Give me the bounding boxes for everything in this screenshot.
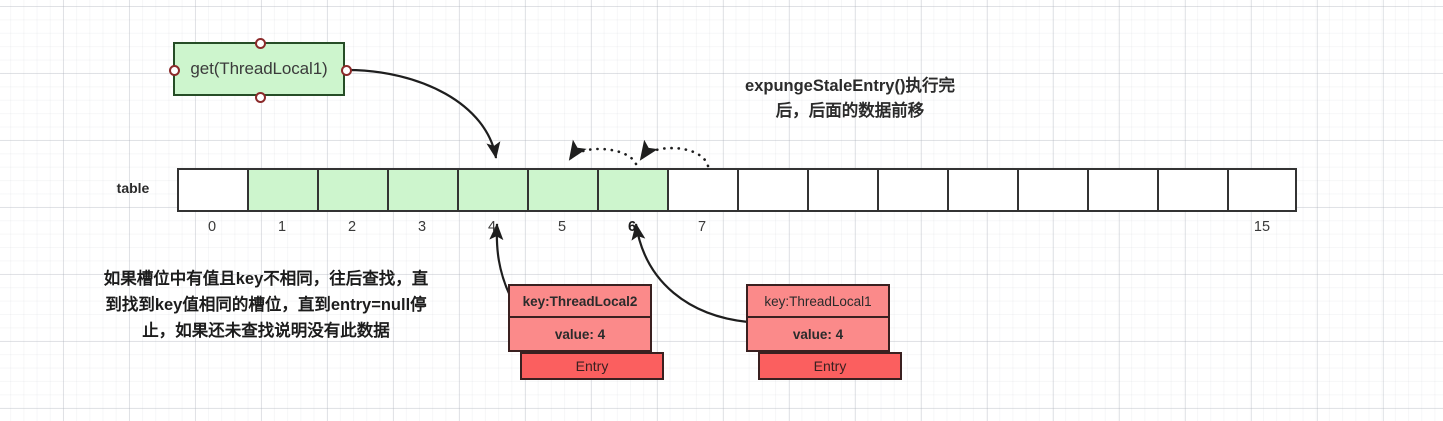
entry-value-cell: value: 4 (746, 318, 890, 352)
table-index-13 (1087, 219, 1157, 239)
table-cell-15[interactable] (1227, 168, 1297, 212)
table-index-8 (737, 219, 807, 239)
entry-box-threadlocal2[interactable]: key:ThreadLocal2 value: 4 Entry (508, 284, 664, 380)
note-line-3: 止，如果还未查找说明没有此数据 (142, 322, 390, 340)
table-index-6: 6 (627, 219, 637, 235)
table-cell-14[interactable] (1157, 168, 1227, 212)
table-cell-9[interactable] (807, 168, 877, 212)
entry-key-cell: key:ThreadLocal1 (746, 284, 890, 318)
connection-handle-right[interactable] (341, 65, 352, 76)
table-cell-8[interactable] (737, 168, 807, 212)
entry-value-cell: value: 4 (508, 318, 652, 352)
heading-text: expungeStaleEntry()执行完 后，后面的数据前移 (695, 74, 1005, 124)
table-index-4: 4 (487, 219, 497, 235)
note-line-2: 到找到key值相同的槽位，直到entry=null停 (105, 296, 427, 314)
table-cell-12[interactable] (1017, 168, 1087, 212)
table-index-14 (1157, 219, 1227, 239)
table-index-10 (877, 219, 947, 239)
connection-handle-left[interactable] (169, 65, 180, 76)
table-index-5: 5 (557, 219, 567, 235)
table-cell-4[interactable] (457, 168, 527, 212)
heading-line-1: expungeStaleEntry()执行完 (745, 77, 955, 95)
entry-key-cell: key:ThreadLocal2 (508, 284, 652, 318)
table-cell-5[interactable] (527, 168, 597, 212)
connection-handle-top[interactable] (255, 38, 266, 49)
table-index-11 (947, 219, 1017, 239)
lookup-rule-note: 如果槽位中有值且key不相同，往后查找，直 到找到key值相同的槽位，直到ent… (46, 266, 486, 344)
entry-type-tag: Entry (520, 352, 664, 380)
table-cells (177, 168, 1297, 212)
heading-line-2: 后，后面的数据前移 (775, 102, 925, 120)
table-cell-2[interactable] (317, 168, 387, 212)
table-cell-10[interactable] (877, 168, 947, 212)
connection-handle-bottom[interactable] (255, 92, 266, 103)
table-cell-7[interactable] (667, 168, 737, 212)
table-index-1: 1 (277, 219, 287, 235)
table-index-12 (1017, 219, 1087, 239)
table-cell-1[interactable] (247, 168, 317, 212)
table-index-9 (807, 219, 877, 239)
note-line-1: 如果槽位中有值且key不相同，往后查找，直 (103, 270, 429, 288)
entry-box-threadlocal1[interactable]: key:ThreadLocal1 value: 4 Entry (746, 284, 902, 380)
table-index-7: 7 (697, 219, 707, 235)
table-cell-0[interactable] (177, 168, 247, 212)
table-cell-3[interactable] (387, 168, 457, 212)
table-cell-11[interactable] (947, 168, 1017, 212)
get-threadlocal1-label: get(ThreadLocal1) (190, 59, 328, 78)
table-index-2: 2 (347, 219, 357, 235)
entry-type-tag: Entry (758, 352, 902, 380)
table-cell-13[interactable] (1087, 168, 1157, 212)
table-index-labels: 0 1 2 3 4 5 6 7 15 (177, 219, 1297, 239)
table-cell-6[interactable] (597, 168, 667, 212)
table-index-3: 3 (417, 219, 427, 235)
table-index-0: 0 (207, 219, 217, 235)
table-index-15: 15 (1253, 219, 1271, 235)
table-label: table (116, 180, 150, 196)
get-threadlocal1-box[interactable]: get(ThreadLocal1) (169, 38, 352, 103)
